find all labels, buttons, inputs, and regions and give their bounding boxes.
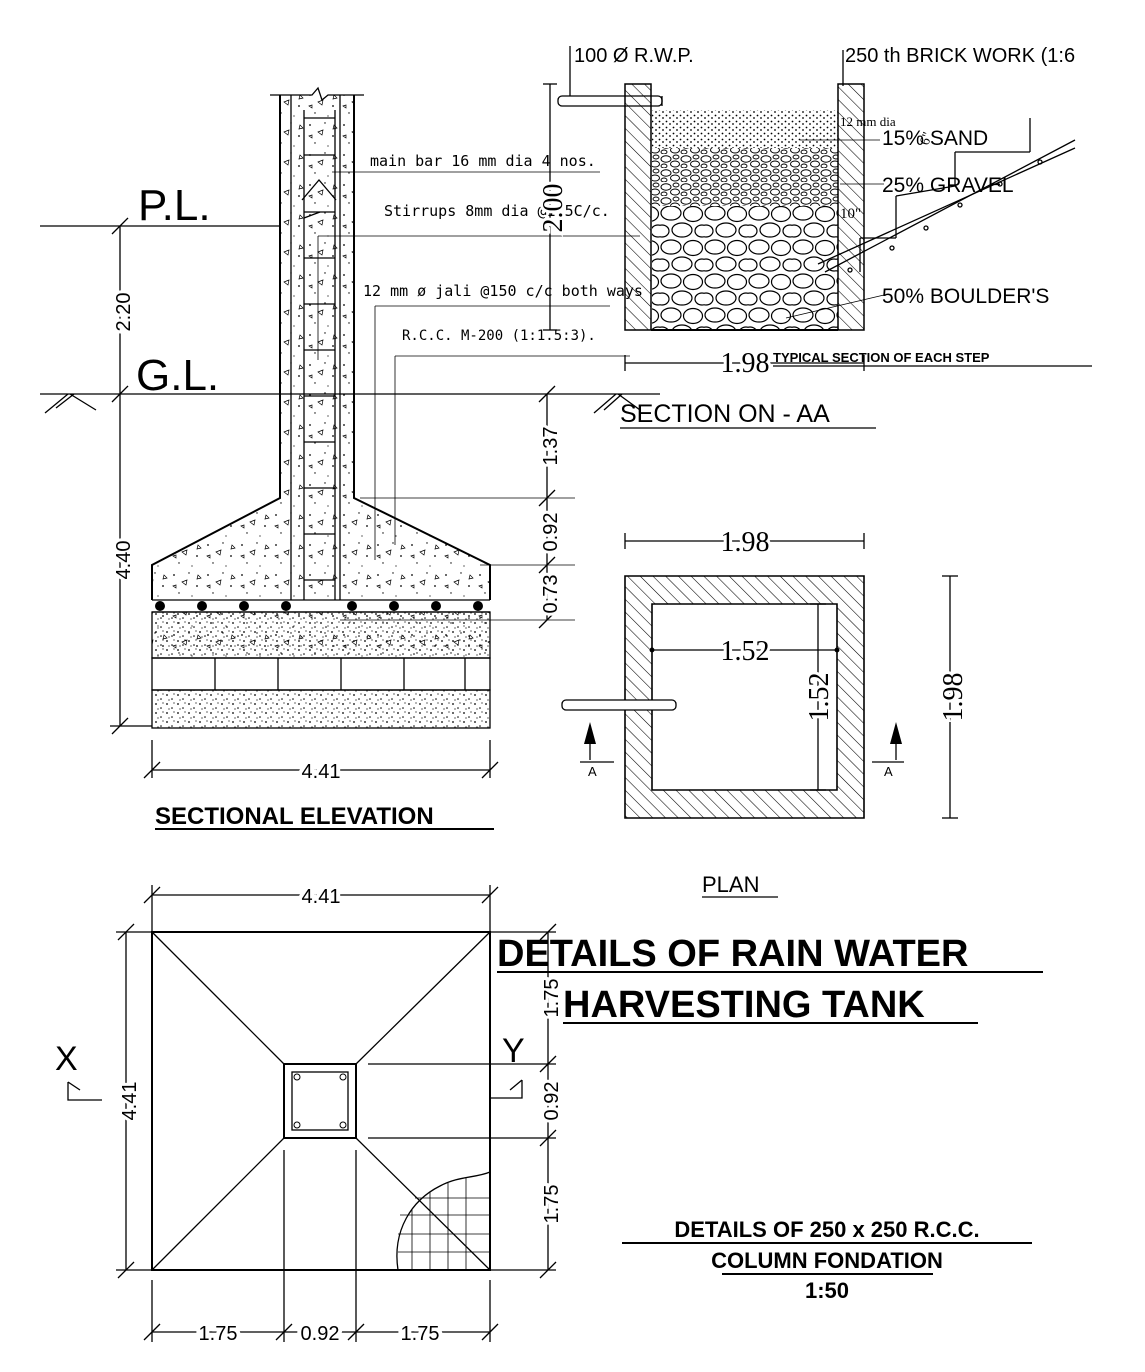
sand-layer — [652, 110, 838, 148]
dim-bottom-441 — [143, 740, 499, 779]
footing-dim-top-value: 4.41 — [302, 886, 341, 908]
footing-outline — [151, 931, 491, 1271]
column-outline-right — [353, 95, 491, 600]
footing-dim-bottom — [143, 1150, 499, 1342]
plan-pipe — [561, 699, 677, 711]
footing-dim-left-value: 4.41 — [119, 1082, 141, 1121]
foundation-scale: 1:50 — [805, 1278, 849, 1303]
plan-dim-inner-h — [649, 647, 840, 653]
label-boulder: 50% BOULDER'S — [882, 285, 1049, 308]
step-detail — [817, 118, 1076, 273]
column-bars — [293, 1073, 347, 1129]
mark-x: X — [55, 1040, 78, 1078]
plan-dim-inner-v — [810, 603, 826, 791]
label-sand: 15% SAND — [882, 127, 988, 150]
column-inner — [291, 1071, 349, 1131]
foundation-title-1: DETAILS OF 250 x 250 R.C.C. — [674, 1217, 979, 1242]
column-outer — [283, 1063, 357, 1139]
footing-dim-right — [368, 923, 557, 1279]
gl-label: G.L. — [136, 351, 219, 400]
footing-dim-r2: 0.92 — [541, 1082, 563, 1121]
section-title: SECTION ON - AA — [620, 400, 830, 428]
section-aa: 100 Ø R.W.P. 250 th BRICK WORK (1:6 12 m… — [535, 45, 1092, 429]
footing-dim-b1: 1.75 — [199, 1323, 238, 1345]
label-gravel: 25% GRAVEL — [882, 174, 1014, 197]
note-stirrups: Stirrups 8mm dia @175C/c. — [384, 202, 610, 220]
section-wall-left — [624, 83, 652, 331]
plan-dim-outer-top: 1.98 — [721, 527, 770, 558]
plan-dim-inner-h-value: 1.52 — [721, 636, 770, 667]
dim-441-elev: 4.41 — [302, 761, 341, 783]
section-mark-left — [580, 722, 614, 763]
plan-dim-inner-v-value: 1.52 — [804, 673, 835, 722]
footing-dim-r3: 1.75 — [541, 1185, 563, 1224]
break-line — [270, 86, 364, 102]
plan-dim-outer-right: 1.98 — [938, 673, 969, 722]
footing-dim-b3: 1.75 — [401, 1323, 440, 1345]
plan-title: PLAN — [702, 872, 759, 897]
mark-y-arrow — [490, 1080, 523, 1099]
rwp-label: 100 Ø R.W.P. — [574, 45, 694, 67]
brick-label: 250 th BRICK WORK (1:6 — [845, 45, 1075, 67]
footing-dim-left — [116, 923, 152, 1279]
column-outline-left — [151, 95, 281, 600]
gravel-layer — [652, 148, 838, 206]
dim-right — [538, 385, 556, 629]
pl-label: P.L. — [138, 181, 211, 230]
dim-137: 1.37 — [540, 427, 562, 466]
note-jali: 12 mm ø jali @150 c/c both ways — [363, 282, 643, 300]
brick-layer — [151, 657, 491, 691]
note-rcc: R.C.C. M-200 (1:1.5:3). — [402, 328, 596, 344]
dim-092: 0.92 — [540, 513, 562, 552]
cutout-edge — [396, 1171, 491, 1271]
section-width-value: 1.98 — [721, 348, 770, 379]
concrete-fill — [152, 95, 490, 600]
section-width-dim — [624, 355, 865, 371]
section-mark-a-left: A — [588, 764, 597, 779]
main-title-line2: HARVESTING TANK — [563, 984, 925, 1026]
step-title: TYPICAL SECTION OF EACH STEP — [773, 350, 990, 365]
cutout-mesh — [398, 1178, 490, 1270]
dim-left — [110, 217, 152, 735]
elevation-title: SECTIONAL ELEVATION — [155, 803, 434, 830]
note-leaders — [317, 171, 640, 621]
dim-220: 2.20 — [113, 293, 135, 332]
foundation-plan: 4.41 4.41 1.75 0.92 1.75 1.75 — [55, 882, 1032, 1349]
main-title-line1: DETAILS OF RAIN WATER — [497, 933, 968, 975]
footing-slopes — [151, 931, 491, 1271]
plan-view: 1.98 1.52 1.52 1.98 A A — [561, 524, 972, 898]
footing-dim-b2: 0.92 — [301, 1323, 340, 1345]
section-depth-dim — [543, 83, 557, 331]
section-mark-right — [872, 722, 904, 763]
brick-joints — [214, 658, 466, 690]
footing-dim-top — [143, 885, 499, 932]
label-6in: 6" — [918, 130, 936, 147]
plan-walls — [624, 575, 865, 819]
pcc-dots — [152, 612, 490, 658]
ground-symbol-left — [44, 393, 97, 414]
main-title: DETAILS OF RAIN WATER HARVESTING TANK — [497, 933, 1043, 1026]
section-mark-a-right: A — [884, 764, 893, 779]
rebar-dots — [155, 601, 483, 611]
layer-leaders — [785, 139, 885, 319]
dim-440: 4.40 — [113, 541, 135, 580]
ground-symbol-right — [593, 393, 641, 414]
mark-x-arrow — [67, 1082, 102, 1101]
foundation-title-2: COLUMN FONDATION — [711, 1248, 943, 1273]
section-depth-value: 2.00 — [538, 184, 569, 233]
plan-dim-top — [624, 533, 865, 549]
dim-073: 0.73 — [540, 575, 562, 614]
plan-dim-right — [942, 575, 958, 819]
mark-y: Y — [502, 1032, 525, 1070]
sand-bed — [151, 689, 491, 729]
label-10in: 10" — [840, 206, 861, 222]
label-12mm: 12 mm dia — [840, 114, 896, 129]
note-main-bar: main bar 16 mm dia 4 nos. — [370, 152, 596, 170]
stirrups — [301, 110, 337, 600]
boulder-layer — [652, 206, 838, 330]
footing-dim-r1: 1.75 — [541, 979, 563, 1018]
sectional-elevation: P.L. G.L. — [40, 86, 660, 830]
